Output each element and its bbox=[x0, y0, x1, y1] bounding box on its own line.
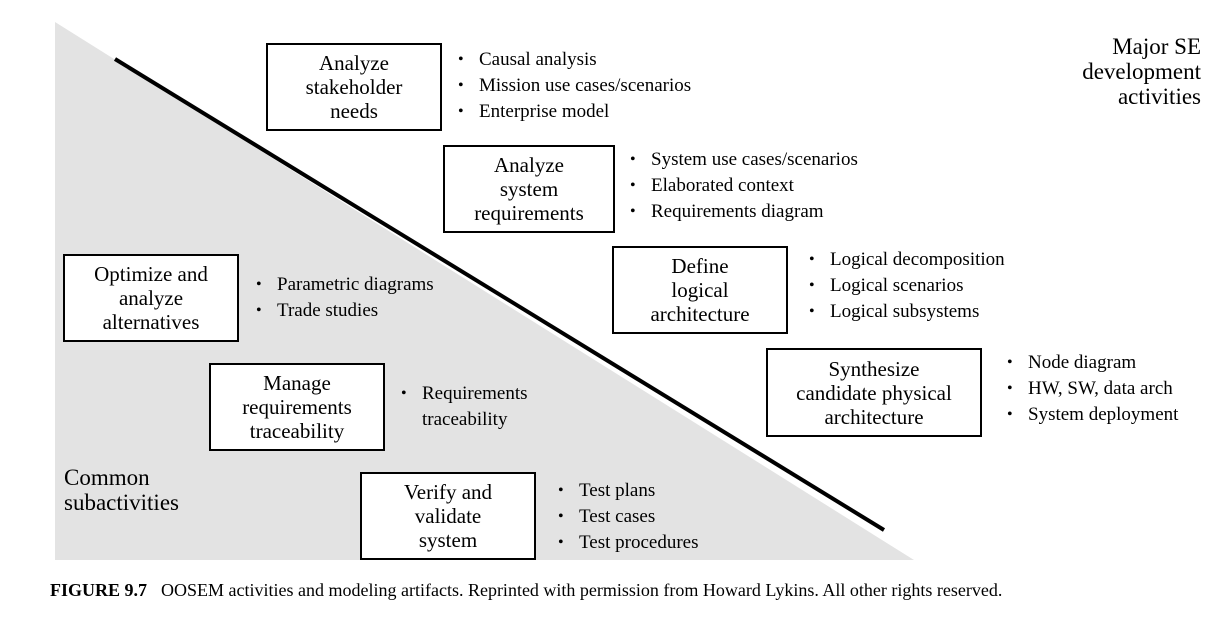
artifact-item: Requirements traceability bbox=[401, 381, 528, 433]
activity-synthesize-physical-architecture: Synthesize candidate physical architectu… bbox=[766, 348, 982, 437]
stakeholder-needs-artifacts: Causal analysis Mission use cases/scenar… bbox=[458, 47, 691, 125]
artifact-item: Logical decomposition bbox=[809, 247, 1005, 273]
subactivity-manage-requirements-traceability: Manage requirements traceability bbox=[209, 363, 385, 451]
logical-architecture-artifacts: Logical decomposition Logical scenarios … bbox=[809, 247, 1005, 325]
artifact-item: Test cases bbox=[558, 504, 698, 530]
artifact-item: Elaborated context bbox=[630, 173, 858, 199]
oosem-diagram: Major SE development activities Common s… bbox=[0, 0, 1223, 570]
verify-validate-artifacts: Test plans Test cases Test procedures bbox=[558, 478, 698, 556]
divider-line bbox=[113, 57, 886, 532]
subactivity-optimize-analyze-alternatives: Optimize and analyze alternatives bbox=[63, 254, 239, 342]
artifact-item: Parametric diagrams bbox=[256, 272, 434, 298]
traceability-artifacts: Requirements traceability bbox=[401, 381, 528, 433]
artifact-item: Logical scenarios bbox=[809, 273, 1005, 299]
artifact-item: Test procedures bbox=[558, 530, 698, 556]
activity-analyze-system-requirements: Analyze system requirements bbox=[443, 145, 615, 233]
system-requirements-artifacts: System use cases/scenarios Elaborated co… bbox=[630, 147, 858, 225]
artifact-item: Requirements diagram bbox=[630, 199, 858, 225]
figure-caption-text: OOSEM activities and modeling artifacts.… bbox=[161, 580, 1003, 600]
artifact-item: Test plans bbox=[558, 478, 698, 504]
artifact-item: HW, SW, data arch bbox=[1007, 376, 1178, 402]
subactivity-verify-validate-system: Verify and validate system bbox=[360, 472, 536, 560]
artifact-item: Causal analysis bbox=[458, 47, 691, 73]
artifact-item: Trade studies bbox=[256, 298, 434, 324]
artifact-item: Node diagram bbox=[1007, 350, 1178, 376]
optimize-alternatives-artifacts: Parametric diagrams Trade studies bbox=[256, 272, 434, 324]
artifact-item: Enterprise model bbox=[458, 99, 691, 125]
artifact-item: Mission use cases/scenarios bbox=[458, 73, 691, 99]
artifact-item: System use cases/scenarios bbox=[630, 147, 858, 173]
major-se-activities-label: Major SE development activities bbox=[1082, 34, 1201, 109]
figure-label: FIGURE 9.7 bbox=[50, 580, 148, 600]
artifact-item: System deployment bbox=[1007, 402, 1178, 428]
activity-define-logical-architecture: Define logical architecture bbox=[612, 246, 788, 334]
artifact-item: Logical subsystems bbox=[809, 299, 1005, 325]
physical-architecture-artifacts: Node diagram HW, SW, data arch System de… bbox=[1007, 350, 1178, 428]
common-subactivities-label: Common subactivities bbox=[64, 465, 179, 515]
figure-caption: FIGURE 9.7 OOSEM activities and modeling … bbox=[50, 578, 1206, 602]
activity-analyze-stakeholder-needs: Analyze stakeholder needs bbox=[266, 43, 442, 131]
